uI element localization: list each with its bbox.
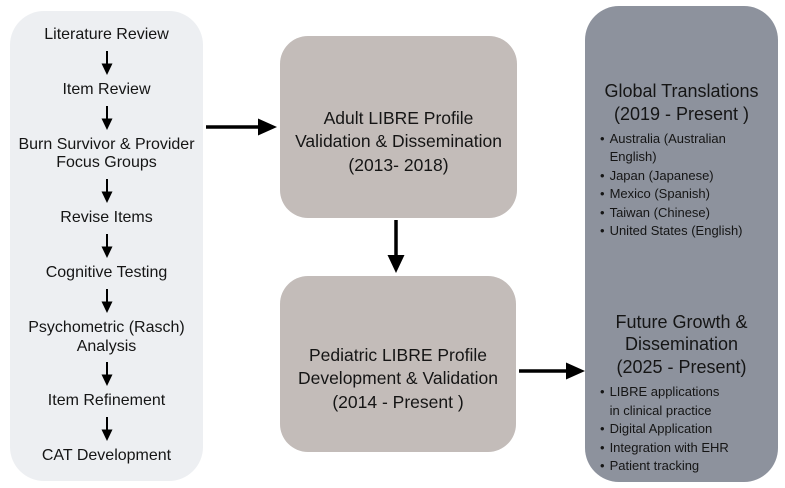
list-item: •United States (English): [600, 222, 771, 240]
arrow-down-icon: [101, 417, 112, 442]
global-translations-title: Global Translations (2019 - Present ): [604, 81, 759, 124]
bullet-icon: •: [600, 421, 605, 437]
future-growth-title: Future Growth & Dissemination (2025 - Pr…: [615, 311, 748, 377]
step-focus-groups: Burn Survivor & Provider Focus Groups: [18, 135, 195, 172]
step-literature-review: Literature Review: [44, 26, 169, 43]
step-revise-items: Revise Items: [60, 209, 153, 227]
bullet-icon: •: [600, 384, 605, 400]
list-item: •Patient tracking: [600, 457, 771, 475]
arrow-right-icon: [206, 118, 277, 136]
pediatric-libre-line: Pediatric LIBRE Profile: [309, 345, 487, 366]
pediatric-libre-years: (2014 - Present ): [332, 391, 464, 412]
list-item: •LIBRE applications in clinical practice: [600, 384, 720, 418]
adult-libre-box: Adult LIBRE Profile Validation & Dissemi…: [280, 36, 517, 218]
step-cat-development: CAT Development: [41, 447, 172, 464]
list-item: •Japan (Japanese): [600, 167, 771, 185]
bullet-icon: •: [600, 186, 605, 202]
step-rasch-analysis: Psychometric (Rasch) Analysis: [28, 318, 185, 355]
arrow-down-icon: [101, 50, 112, 75]
pediatric-libre-line: Development & Validation: [297, 368, 499, 389]
global-outcomes-panel: Global Translations (2019 - Present ) •A…: [585, 6, 778, 482]
bullet-icon: •: [600, 439, 605, 455]
adult-libre-years: (2013- 2018): [348, 154, 449, 175]
adult-libre-line: Adult LIBRE Profile: [323, 108, 474, 129]
bullet-icon: •: [600, 167, 605, 183]
arrow-down-icon: [101, 233, 112, 258]
arrow-down-icon: [387, 220, 405, 273]
step-cognitive-testing: Cognitive Testing: [45, 263, 168, 281]
development-steps-panel: Literature Review Item Review Burn Survi…: [10, 11, 203, 481]
future-growth-list: •LIBRE applications in clinical practice…: [590, 383, 773, 475]
arrow-down-icon: [101, 105, 112, 130]
list-item: •Digital Application: [600, 420, 771, 438]
list-item: •Integration with EHR: [600, 439, 771, 457]
arrow-down-icon: [101, 179, 112, 204]
arrow-down-icon: [101, 362, 112, 387]
arrow-down-icon: [101, 288, 112, 313]
list-item: •Australia (Australian English): [600, 131, 726, 165]
pediatric-libre-box: Pediatric LIBRE Profile Development & Va…: [280, 276, 516, 452]
adult-libre-line: Validation & Dissemination: [295, 131, 502, 152]
bullet-icon: •: [600, 223, 605, 239]
translations-list: •Australia (Australian English) •Japan (…: [590, 130, 773, 241]
global-translations-section: Global Translations (2019 - Present ) •A…: [590, 80, 773, 241]
list-item: •Taiwan (Chinese): [600, 204, 771, 222]
bullet-icon: •: [600, 204, 605, 220]
bullet-icon: •: [600, 131, 605, 146]
list-item: •Mexico (Spanish): [600, 185, 771, 203]
arrow-right-icon: [519, 362, 585, 380]
future-growth-section: Future Growth & Dissemination (2025 - Pr…: [590, 311, 773, 476]
bullet-icon: •: [600, 458, 605, 474]
step-item-refinement: Item Refinement: [47, 392, 166, 410]
step-item-review: Item Review: [62, 80, 151, 98]
